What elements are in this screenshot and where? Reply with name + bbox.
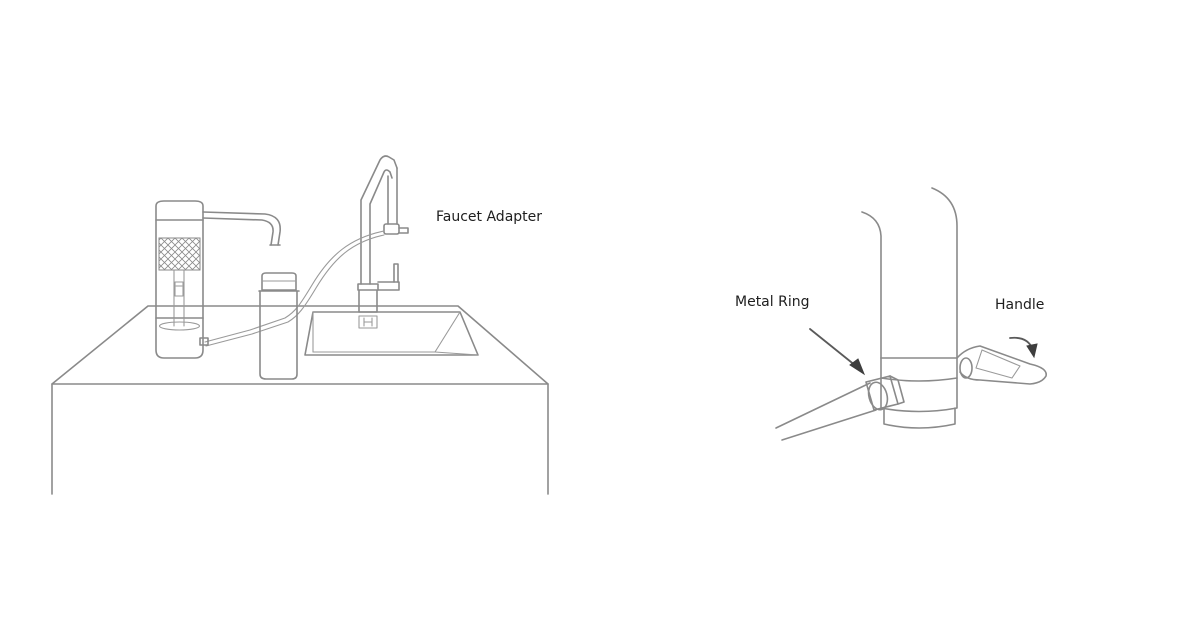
water-dispenser [155,200,282,359]
sink-basin [304,311,479,356]
metal-ring-pointer-arrow [809,328,866,376]
adapter-handle [956,345,1047,385]
faucet-adapter-part [383,223,409,235]
metal-ring-part [865,375,905,411]
water-hose [204,230,385,347]
sink-drain [358,315,378,329]
handle-label: Handle [995,297,1045,313]
countertop [51,305,549,495]
countertop-scene [51,155,549,495]
hose-closeup [775,382,877,441]
rotation-arrow-icon [1009,336,1038,359]
adapter-closeup [775,187,1047,441]
metal-ring-label: Metal Ring [735,294,810,310]
faucet-adapter-label: Faucet Adapter [436,209,543,225]
water-bottle [258,272,300,380]
kitchen-faucet [357,155,400,313]
faucet-body-closeup [861,187,958,429]
